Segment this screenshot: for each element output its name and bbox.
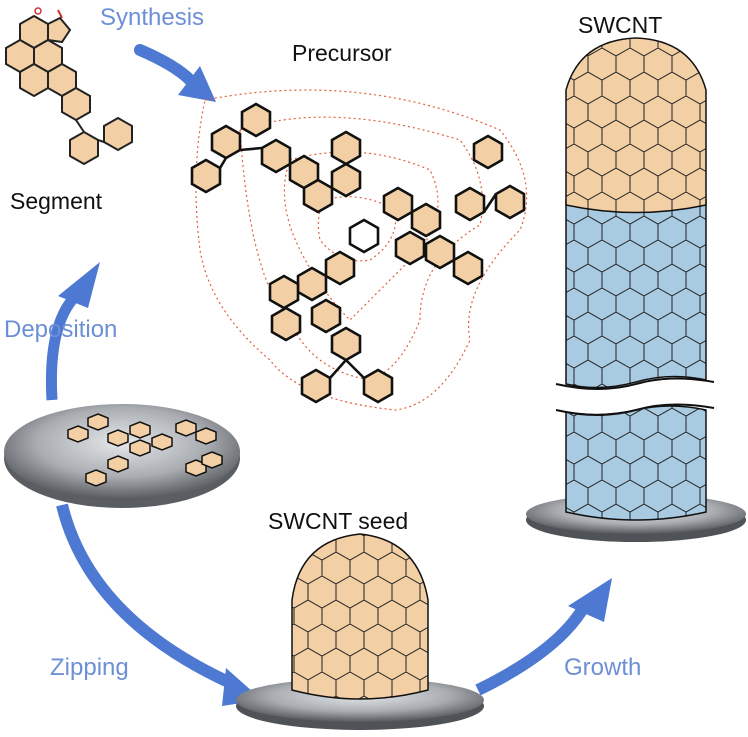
swcnt-tube-cap bbox=[565, 37, 707, 214]
swcnt-seed-label: SWCNT seed bbox=[268, 508, 409, 534]
synthesis-arrow bbox=[134, 44, 216, 102]
swcnt-label: SWCNT bbox=[578, 12, 663, 38]
segment-label: Segment bbox=[10, 188, 103, 214]
precursor-molecule bbox=[190, 102, 526, 404]
segment-molecule bbox=[5, 7, 133, 166]
zipping-label: Zipping bbox=[50, 654, 129, 681]
deposition-disk bbox=[4, 404, 240, 508]
growth-arrow bbox=[475, 578, 612, 696]
tube-break-lines bbox=[555, 377, 715, 416]
swcnt-tube-lower bbox=[565, 405, 707, 521]
swcnt-seed-cap bbox=[291, 533, 429, 700]
synthesis-label: Synthesis bbox=[100, 4, 205, 31]
growth-label: Growth bbox=[564, 654, 642, 681]
deposition-arrow bbox=[45, 262, 100, 401]
swcnt-tube-upper bbox=[565, 199, 707, 389]
precursor-label: Precursor bbox=[292, 40, 392, 66]
deposition-label: Deposition bbox=[4, 316, 118, 343]
